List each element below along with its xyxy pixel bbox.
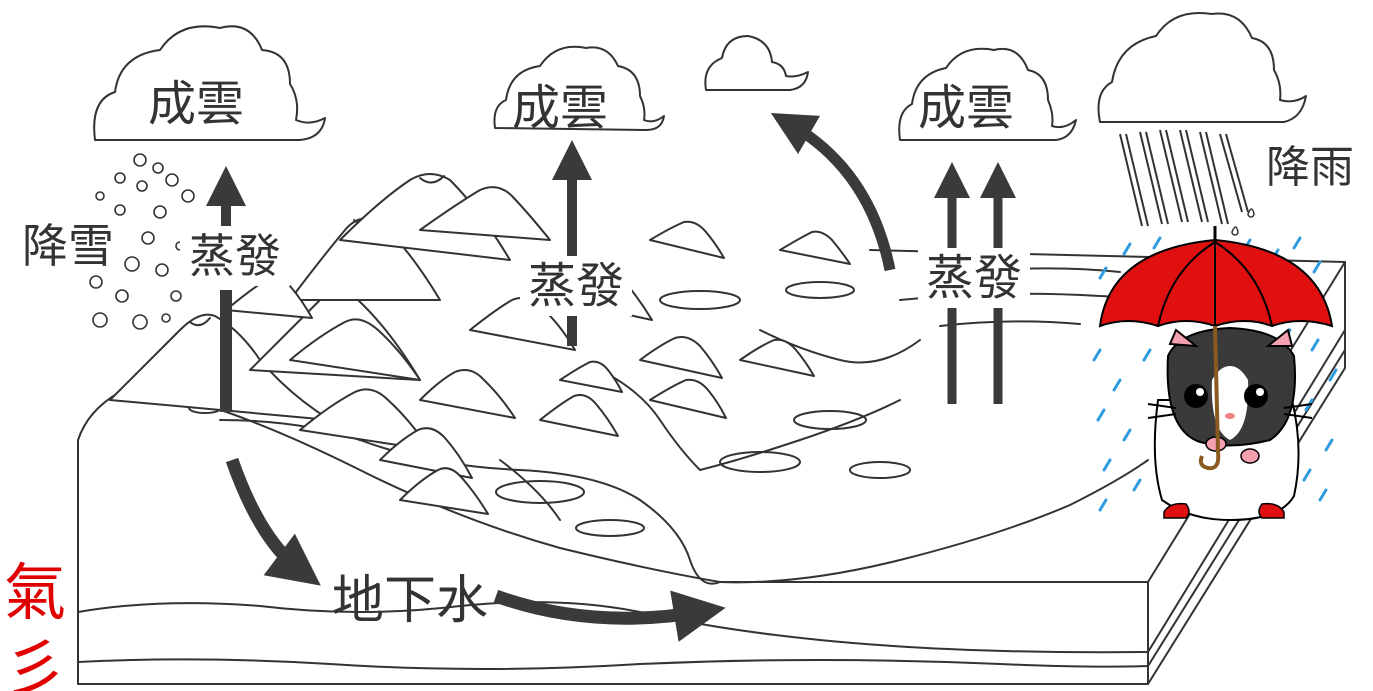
label-groundwater: 地下水 [332,571,488,631]
label-cloud-1: 成雲 [148,76,244,132]
arrows [206,113,1016,642]
label-evap-1: 蒸發 [189,229,281,283]
label-evap-3: 蒸發 [926,250,1022,306]
hamster-with-umbrella [1092,226,1338,522]
blue-rain [1092,236,1338,512]
cloud-4 [898,47,1077,141]
label-evap-2: 蒸發 [528,258,624,314]
label-snowfall: 降雪 [22,219,114,273]
label-rainfall: 降雨 [1266,142,1354,193]
edge-char-2: 彡 [4,632,66,691]
cloud-5 [1097,12,1307,123]
cloud-2 [493,45,665,131]
label-cloud-2: 成雲 [512,80,608,136]
groundwater-arrow-in [225,457,321,586]
rain-streaks [1119,129,1249,227]
cloud-3 [704,35,809,91]
edge-char-1: 氣 [4,556,66,629]
cloud-1 [93,25,326,141]
evap-arrow-curved [770,113,896,272]
label-cloud-3: 成雲 [918,80,1014,136]
groundwater-arrow-out [493,589,726,642]
